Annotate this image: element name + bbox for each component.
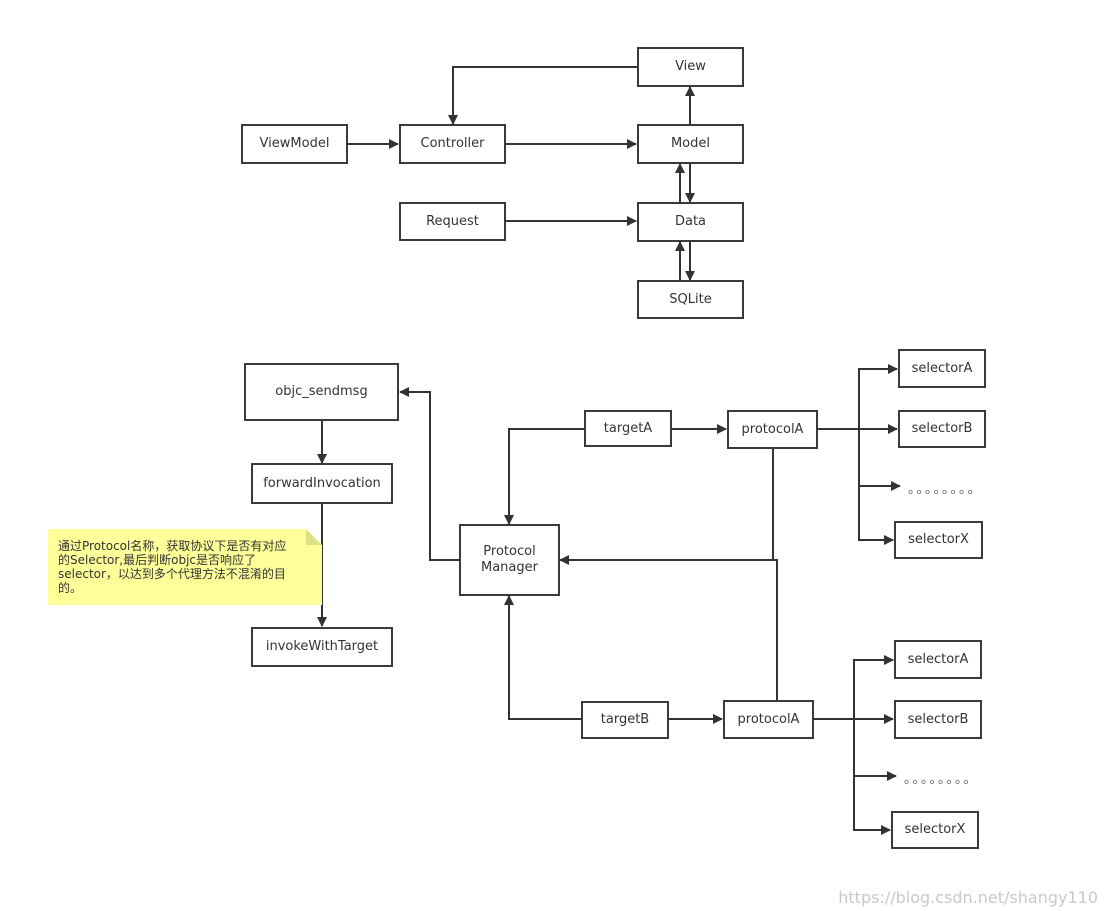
controller-label: Controller [420,136,485,151]
protocol-a-top-box: protocolA [727,410,818,449]
top-selector-x-box: selectorX [894,521,983,559]
arrow-top-protocol-to-selector-x [858,486,894,545]
view-box: View [637,47,744,87]
target-a-label: targetA [603,420,653,436]
forward-invocation-label: forwardInvocation [263,475,381,491]
explanation-note: 通过Protocol名称，获取协议下是否有对应 的Selector,最后判断ob… [48,529,322,605]
target-a-box: targetA [584,410,672,447]
note-line-2: 的Selector,最后判断objc是否响应了 [58,553,257,567]
protocol-manager-label-line2: Manager [481,560,538,575]
data-box: Data [637,202,744,242]
sqlite-label: SQLite [669,291,712,307]
model-box: Model [637,124,744,164]
top-selector-b-label: selectorB [911,421,973,436]
bottom-selector-x-label: selectorX [904,822,966,837]
target-b-label: targetB [600,712,650,727]
arrow-bottom-protocol-to-ellipsis [853,719,897,781]
note-line-1: 通过Protocol名称，获取协议下是否有对应 [58,539,287,553]
top-selector-a-box: selectorA [898,349,986,388]
bottom-selector-b-label: selectorB [907,711,969,727]
view-label: View [675,59,706,74]
invoke-with-target-box: invokeWithTarget [251,627,393,667]
bottom-selector-a-label: selectorA [907,651,969,667]
arrow-view-to-controller [448,66,637,125]
request-label: Request [426,213,479,229]
arrow-target-b-to-protocol-manager [504,595,581,720]
objc-sendmsg-label: objc_sendmsg [275,384,368,399]
top-selector-a-label: selectorA [911,360,973,376]
protocol-a-bottom-label: protocolA [737,711,800,727]
arrow-bottom-protocol-to-selector-a [814,655,894,720]
top-selector-ellipsis: 。。。。。。。。 [908,482,983,497]
sqlite-box: SQLite [637,280,744,319]
arrow-target-a-to-protocol-manager [504,428,584,525]
arrow-bottom-protocol-to-selector-x [853,776,891,835]
target-b-box: targetB [581,701,669,739]
protocol-manager-label-line1: Protocol [483,544,536,559]
bottom-selector-x-box: selectorX [891,811,979,849]
top-selector-b-box: selectorB [898,410,986,448]
request-box: Request [399,202,506,241]
note-line-3: selector，以达到多个代理方法不混淆的目 [58,567,286,581]
arrow-top-protocol-to-selector-a [818,364,898,430]
invoke-with-target-label: invokeWithTarget [265,639,379,654]
protocol-a-top-label: protocolA [741,421,804,437]
controller-box: Controller [399,124,506,164]
data-label: Data [674,214,707,229]
protocol-manager-box: Protocol Manager [459,524,560,596]
arrow-protocol-manager-to-objc-sendmsg [399,387,459,561]
forward-invocation-box: forwardInvocation [251,463,393,504]
watermark: https://blog.csdn.net/shangy110 [838,888,1098,907]
explanation-note-text: 通过Protocol名称，获取协议下是否有对应 的Selector,最后判断ob… [58,539,312,595]
note-line-4: 的。 [58,581,83,595]
bottom-selector-ellipsis: 。。。。。。。。 [904,772,979,787]
viewmodel-label: ViewModel [259,136,330,151]
top-selector-x-label: selectorX [908,532,969,547]
objc-sendmsg-box: objc_sendmsg [244,363,399,421]
bottom-selector-b-box: selectorB [894,700,982,739]
arrow-top-protocol-to-ellipsis [858,429,901,491]
arrow-protocol-a-bottom-to-manager [559,555,778,700]
viewmodel-box: ViewModel [241,124,348,164]
model-label: Model [670,136,711,151]
bottom-selector-a-box: selectorA [894,640,982,679]
protocol-a-bottom-box: protocolA [723,700,814,739]
